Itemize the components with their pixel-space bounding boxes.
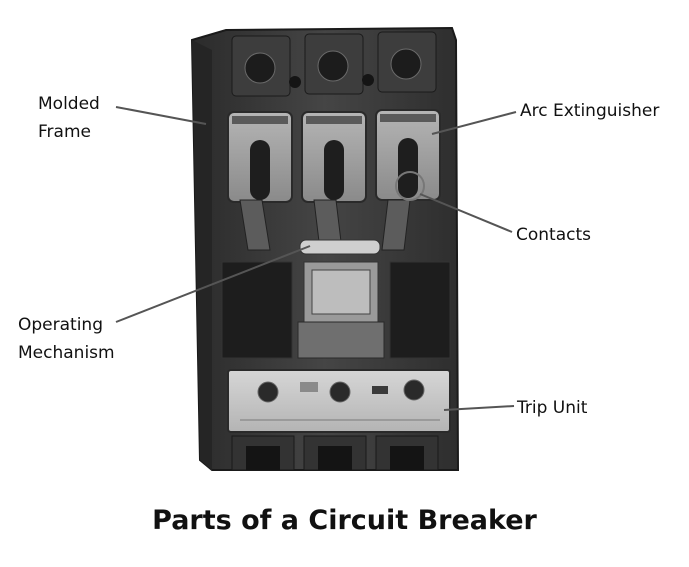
label-molded-frame: Molded Frame xyxy=(38,90,100,146)
label-contacts: Contacts xyxy=(516,221,591,249)
contacts-assembly xyxy=(239,171,425,251)
label-operating-mechanism-line1: Operating xyxy=(18,315,103,335)
leader-line-contacts xyxy=(419,193,513,233)
top-terminals xyxy=(231,31,437,97)
label-arc-extinguisher-text: Arc Extinguisher xyxy=(520,101,660,121)
arc-chutes xyxy=(227,109,441,203)
leader-line-arc-extinguisher xyxy=(431,111,517,135)
label-molded-frame-line2: Frame xyxy=(38,122,91,142)
label-contacts-text: Contacts xyxy=(516,225,591,245)
label-trip-unit-text: Trip Unit xyxy=(517,398,588,418)
leader-line-molded-frame xyxy=(115,106,207,125)
inner-cavities xyxy=(221,261,451,359)
diagram-title: Parts of a Circuit Breaker xyxy=(152,505,537,536)
label-arc-extinguisher: Arc Extinguisher xyxy=(520,97,659,125)
label-trip-unit: Trip Unit xyxy=(517,394,587,422)
operating-mechanism-assembly xyxy=(297,239,385,359)
trip-unit-panel xyxy=(227,369,451,433)
leader-lines xyxy=(115,106,517,411)
label-operating-mechanism-line2: Mechanism xyxy=(18,343,115,363)
leader-line-operating-mechanism xyxy=(115,245,311,323)
label-molded-frame-line1: Molded xyxy=(38,94,100,114)
leader-line-trip-unit xyxy=(443,405,515,411)
bottom-terminals xyxy=(231,435,439,471)
label-operating-mechanism: Operating Mechanism xyxy=(18,311,115,367)
circuit-breaker-illustration xyxy=(190,26,460,471)
housing-side-face xyxy=(192,40,212,470)
